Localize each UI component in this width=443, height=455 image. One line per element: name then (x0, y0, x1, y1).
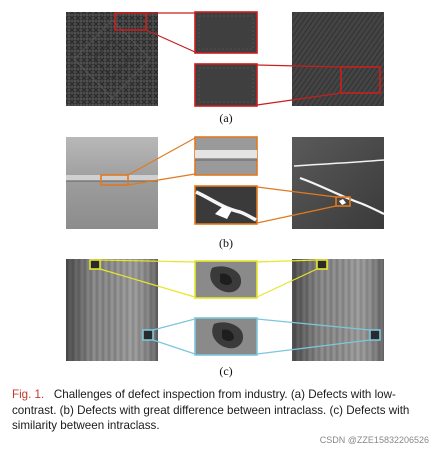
figure-number: Fig. 1. (12, 388, 45, 401)
defect-box-left (100, 174, 129, 186)
csdn-watermark: CSDN @ZZE15832206526 (319, 435, 429, 445)
steel-image-left (66, 137, 158, 229)
panel-c-figure (66, 259, 384, 361)
defect-box-left-top (89, 259, 101, 270)
zoom-crop-top (194, 11, 258, 54)
defect-box-right-bottom (369, 329, 381, 341)
figure-caption: Fig. 1. Challenges of defect inspection … (12, 387, 437, 434)
steel-image-right (292, 137, 384, 229)
panel-a-label: (a) (219, 111, 233, 125)
fabric-image-left (66, 12, 158, 106)
defect-box-left (114, 12, 147, 31)
panel-c: (c) (0, 256, 443, 384)
defect-box-right (340, 66, 381, 94)
caption-text: Challenges of defect inspection from ind… (12, 388, 410, 432)
panel-c-label: (c) (219, 364, 233, 378)
fabric-image-right (292, 12, 384, 106)
defect-box-left-bottom (142, 329, 154, 341)
panel-a: (a) (0, 0, 443, 130)
panel-b-figure (66, 136, 385, 229)
panel-b-label: (b) (219, 236, 233, 250)
panel-a-figure (66, 11, 384, 107)
panel-b: (b) (0, 130, 443, 256)
defect-box-right (335, 196, 351, 207)
defect-box-right-top (316, 259, 328, 270)
zoom-crop-bottom (194, 63, 258, 107)
